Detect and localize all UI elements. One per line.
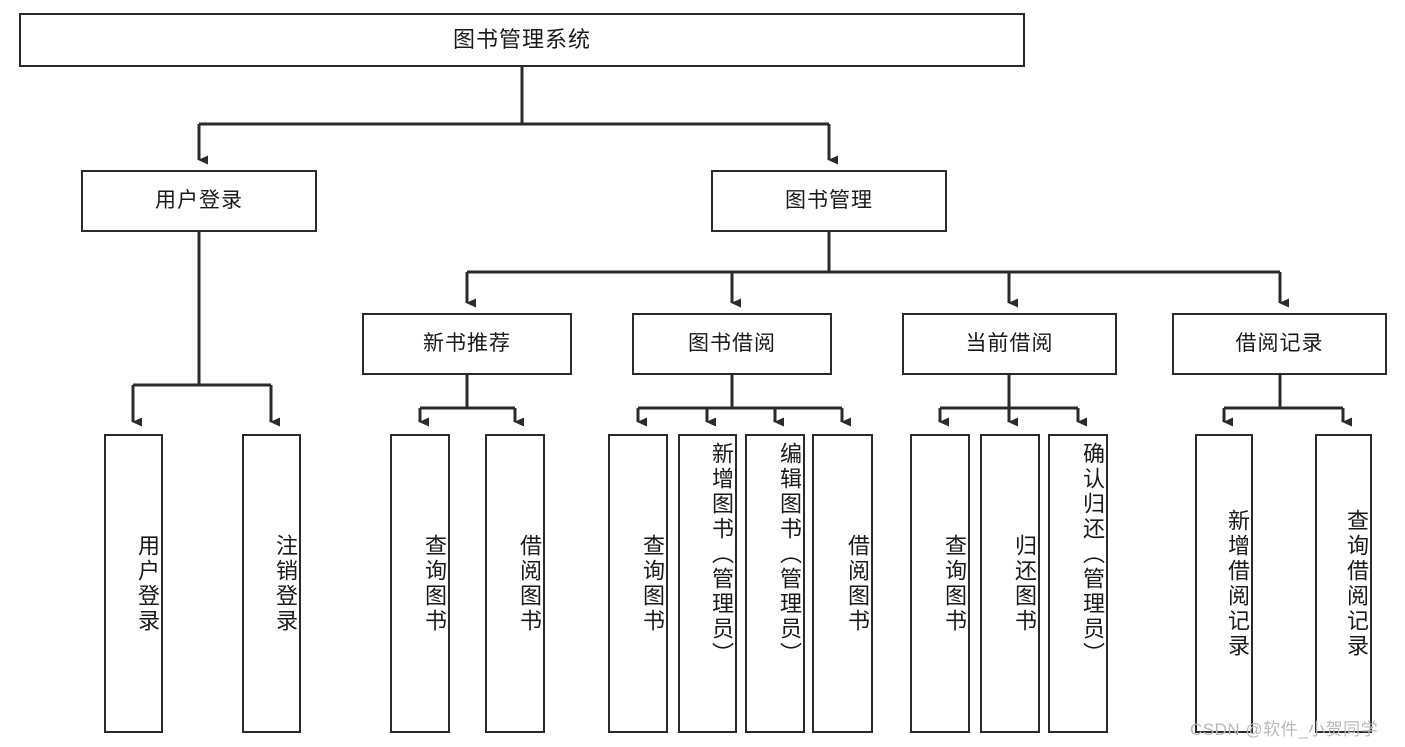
node-book-management[interactable]: 图书管理 (711, 170, 947, 232)
leaf-record-query-record[interactable]: 查询借阅记录 (1315, 434, 1372, 733)
leaf-borrow-edit-book-admin[interactable]: 编辑图书（管理员） (745, 434, 805, 733)
node-label: 借阅记录 (1235, 331, 1324, 355)
node-label: 新书推荐 (423, 331, 511, 355)
leaf-current-query-book[interactable]: 查询图书 (910, 434, 970, 733)
node-label: 查询图书 (640, 533, 665, 634)
node-book-borrow[interactable]: 图书借阅 (632, 313, 832, 375)
node-label: 查询借阅记录 (1344, 508, 1369, 659)
node-label: 借阅图书 (517, 533, 542, 634)
node-borrow-record[interactable]: 借阅记录 (1172, 313, 1387, 375)
leaf-user-login-logout[interactable]: 注销登录 (242, 434, 301, 733)
node-label: 借阅图书 (845, 533, 870, 634)
node-user-login[interactable]: 用户登录 (81, 170, 317, 232)
node-label: 图书借阅 (688, 331, 776, 355)
node-label: 查询图书 (422, 533, 447, 634)
node-label: 新增图书（管理员） (709, 442, 734, 667)
node-label: 编辑图书（管理员） (777, 442, 802, 667)
node-label: 新增借阅记录 (1225, 508, 1250, 659)
leaf-borrow-query-book[interactable]: 查询图书 (608, 434, 668, 733)
leaf-current-confirm-return-admin[interactable]: 确认归还（管理员） (1048, 434, 1108, 733)
node-root-system[interactable]: 图书管理系统 (19, 13, 1025, 67)
node-current-borrow[interactable]: 当前借阅 (902, 313, 1117, 375)
node-label: 注销登录 (273, 533, 298, 634)
node-label: 用户登录 (135, 533, 160, 634)
leaf-borrow-borrow-book[interactable]: 借阅图书 (812, 434, 873, 733)
node-label: 确认归还（管理员） (1080, 442, 1105, 667)
leaf-recommend-borrow-book[interactable]: 借阅图书 (485, 434, 545, 733)
node-new-book-recommend[interactable]: 新书推荐 (362, 313, 572, 375)
node-label: 当前借阅 (965, 331, 1054, 355)
leaf-record-add-record[interactable]: 新增借阅记录 (1195, 434, 1253, 733)
csdn-watermark: CSDN @软件_小贺同学 (1190, 720, 1379, 739)
leaf-borrow-add-book-admin[interactable]: 新增图书（管理员） (678, 434, 737, 733)
leaf-user-login-login[interactable]: 用户登录 (104, 434, 163, 733)
leaf-recommend-query-book[interactable]: 查询图书 (390, 434, 450, 733)
leaf-current-return-book[interactable]: 归还图书 (980, 434, 1040, 733)
node-label: 查询图书 (942, 533, 967, 634)
node-label: 用户登录 (155, 188, 243, 212)
node-label: 归还图书 (1012, 533, 1037, 634)
node-label: 图书管理系统 (452, 27, 591, 53)
node-label: 图书管理 (785, 188, 873, 212)
